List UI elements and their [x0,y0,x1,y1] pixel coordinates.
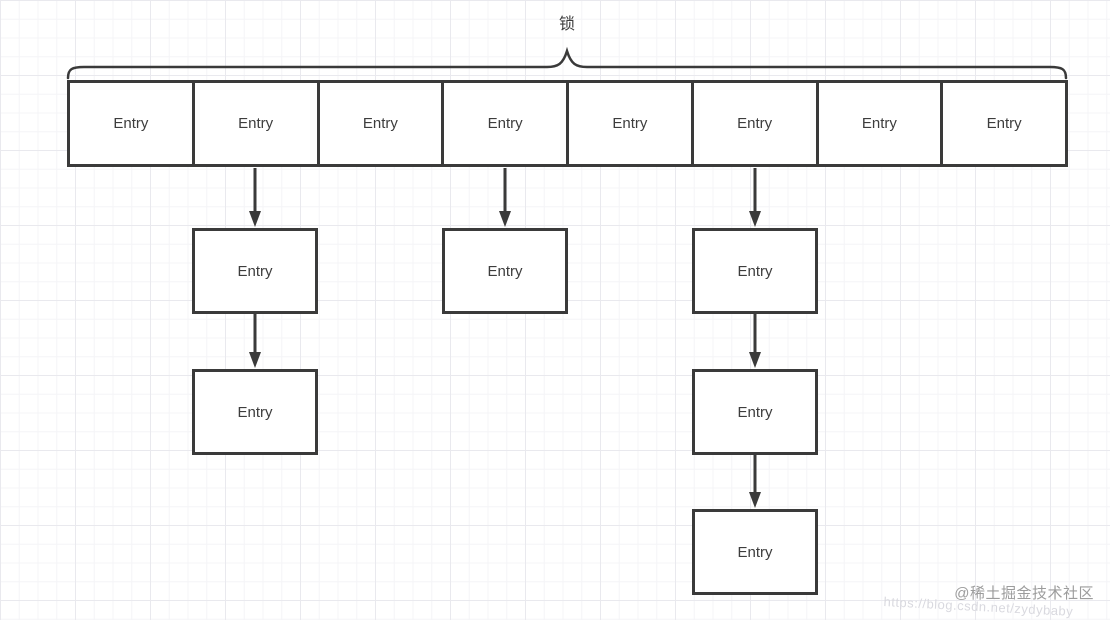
chain-node: Entry [442,228,568,314]
arrow-down-connector [249,168,261,227]
bucket-cell: Entry [194,83,320,164]
bucket-cell: Entry [70,83,195,164]
bucket-cell: Entry [943,83,1065,164]
lock-label: 锁 [558,16,575,33]
arrow-down-connector [499,168,511,227]
arrow-down-connector [749,168,761,227]
brace-bracket [66,46,1068,80]
bucket-cell: Entry [818,83,944,164]
arrow-down-connector [749,314,761,368]
chain-node: Entry [192,369,318,455]
arrow-down-connector [749,455,761,508]
chain-node: Entry [692,228,818,314]
bucket-cell: Entry [569,83,694,164]
bucket-cell: Entry [693,83,819,164]
watermark-community: @稀土掘金技术社区 [954,585,1094,602]
chain-node: Entry [192,228,318,314]
bucket-cell: Entry [319,83,445,164]
chain-node: Entry [692,369,818,455]
bucket-cell: Entry [444,83,569,164]
arrow-down-connector [249,314,261,368]
bucket-array: Entry Entry Entry Entry Entry Entry Entr… [67,80,1068,167]
chain-node: Entry [692,509,818,595]
